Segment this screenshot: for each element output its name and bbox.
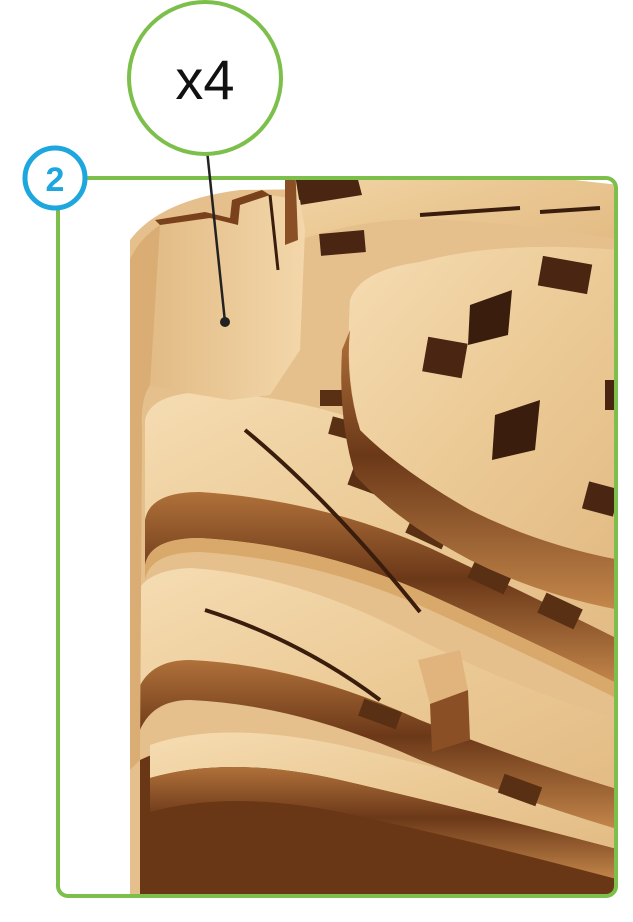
step-badge: 2 — [25, 148, 85, 208]
step-number: 2 — [46, 161, 65, 199]
wooden-puzzle-model — [130, 130, 620, 900]
callout-leader-dot — [220, 317, 230, 327]
quantity-callout: x4 — [129, 2, 281, 154]
quantity-label: x4 — [175, 48, 234, 111]
